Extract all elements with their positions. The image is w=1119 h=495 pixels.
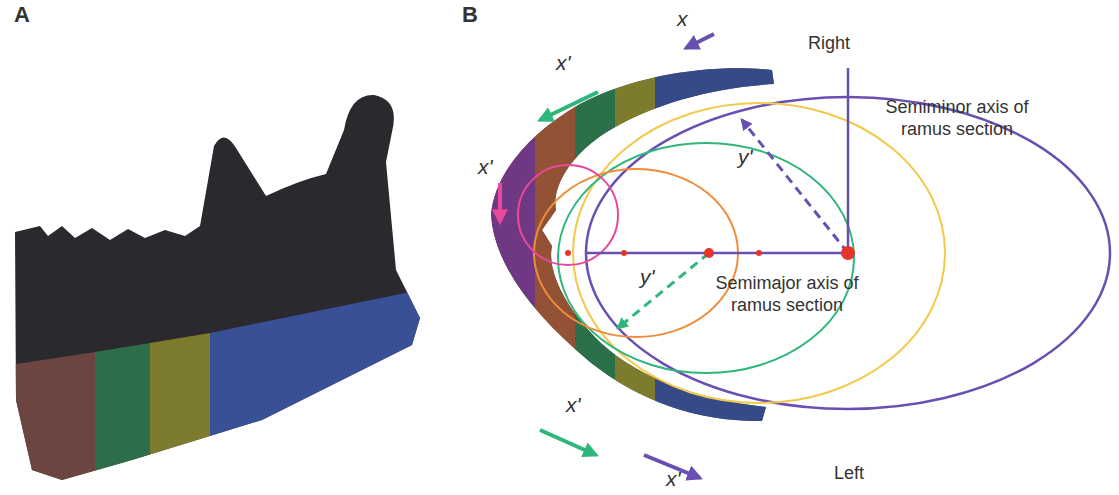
- segment-band: [150, 333, 210, 490]
- segment-band: [210, 288, 430, 490]
- center-dot: [704, 248, 714, 258]
- axis-symbol: x: [677, 8, 688, 30]
- direction-arrow: [686, 34, 714, 48]
- panel-letter: B: [462, 4, 478, 26]
- direction-arrow: [498, 183, 502, 222]
- center-dot: [841, 246, 855, 260]
- segment-circle: [518, 165, 618, 265]
- center-dot: [621, 250, 627, 256]
- axis-symbol: y': [640, 266, 655, 288]
- mandible-lateral-view: [0, 80, 440, 490]
- direction-arrow: [540, 430, 596, 455]
- center-dot: [756, 250, 762, 256]
- center-dot: [565, 250, 571, 256]
- segment-band: [535, 60, 575, 430]
- axis-symbol: x': [666, 468, 681, 490]
- dashed-radius: [618, 253, 709, 328]
- axis-symbol: y': [738, 146, 753, 168]
- mandible-silhouette: [0, 80, 440, 490]
- segment-ellipse: [573, 103, 945, 403]
- segment-band: [655, 60, 780, 430]
- axis-symbol: x': [556, 52, 571, 74]
- axis-symbol: x': [478, 156, 493, 178]
- side-label: Left: [834, 462, 864, 484]
- segment-band: [10, 352, 95, 490]
- semiminor-axis: [847, 68, 850, 253]
- arch-silhouette: [480, 60, 780, 430]
- axis-label: Semiminor axis of ramus section: [862, 96, 1052, 140]
- direction-arrow: [540, 92, 598, 120]
- axis-symbol: x': [566, 394, 581, 416]
- arch-top-view: [480, 34, 1110, 478]
- panel-letter: A: [14, 4, 30, 26]
- segment-band: [480, 60, 535, 430]
- segment-band: [95, 343, 150, 490]
- dashed-radius: [742, 120, 848, 253]
- axis-label: Semimajor axis of ramus section: [692, 272, 882, 316]
- side-label: Right: [808, 32, 850, 54]
